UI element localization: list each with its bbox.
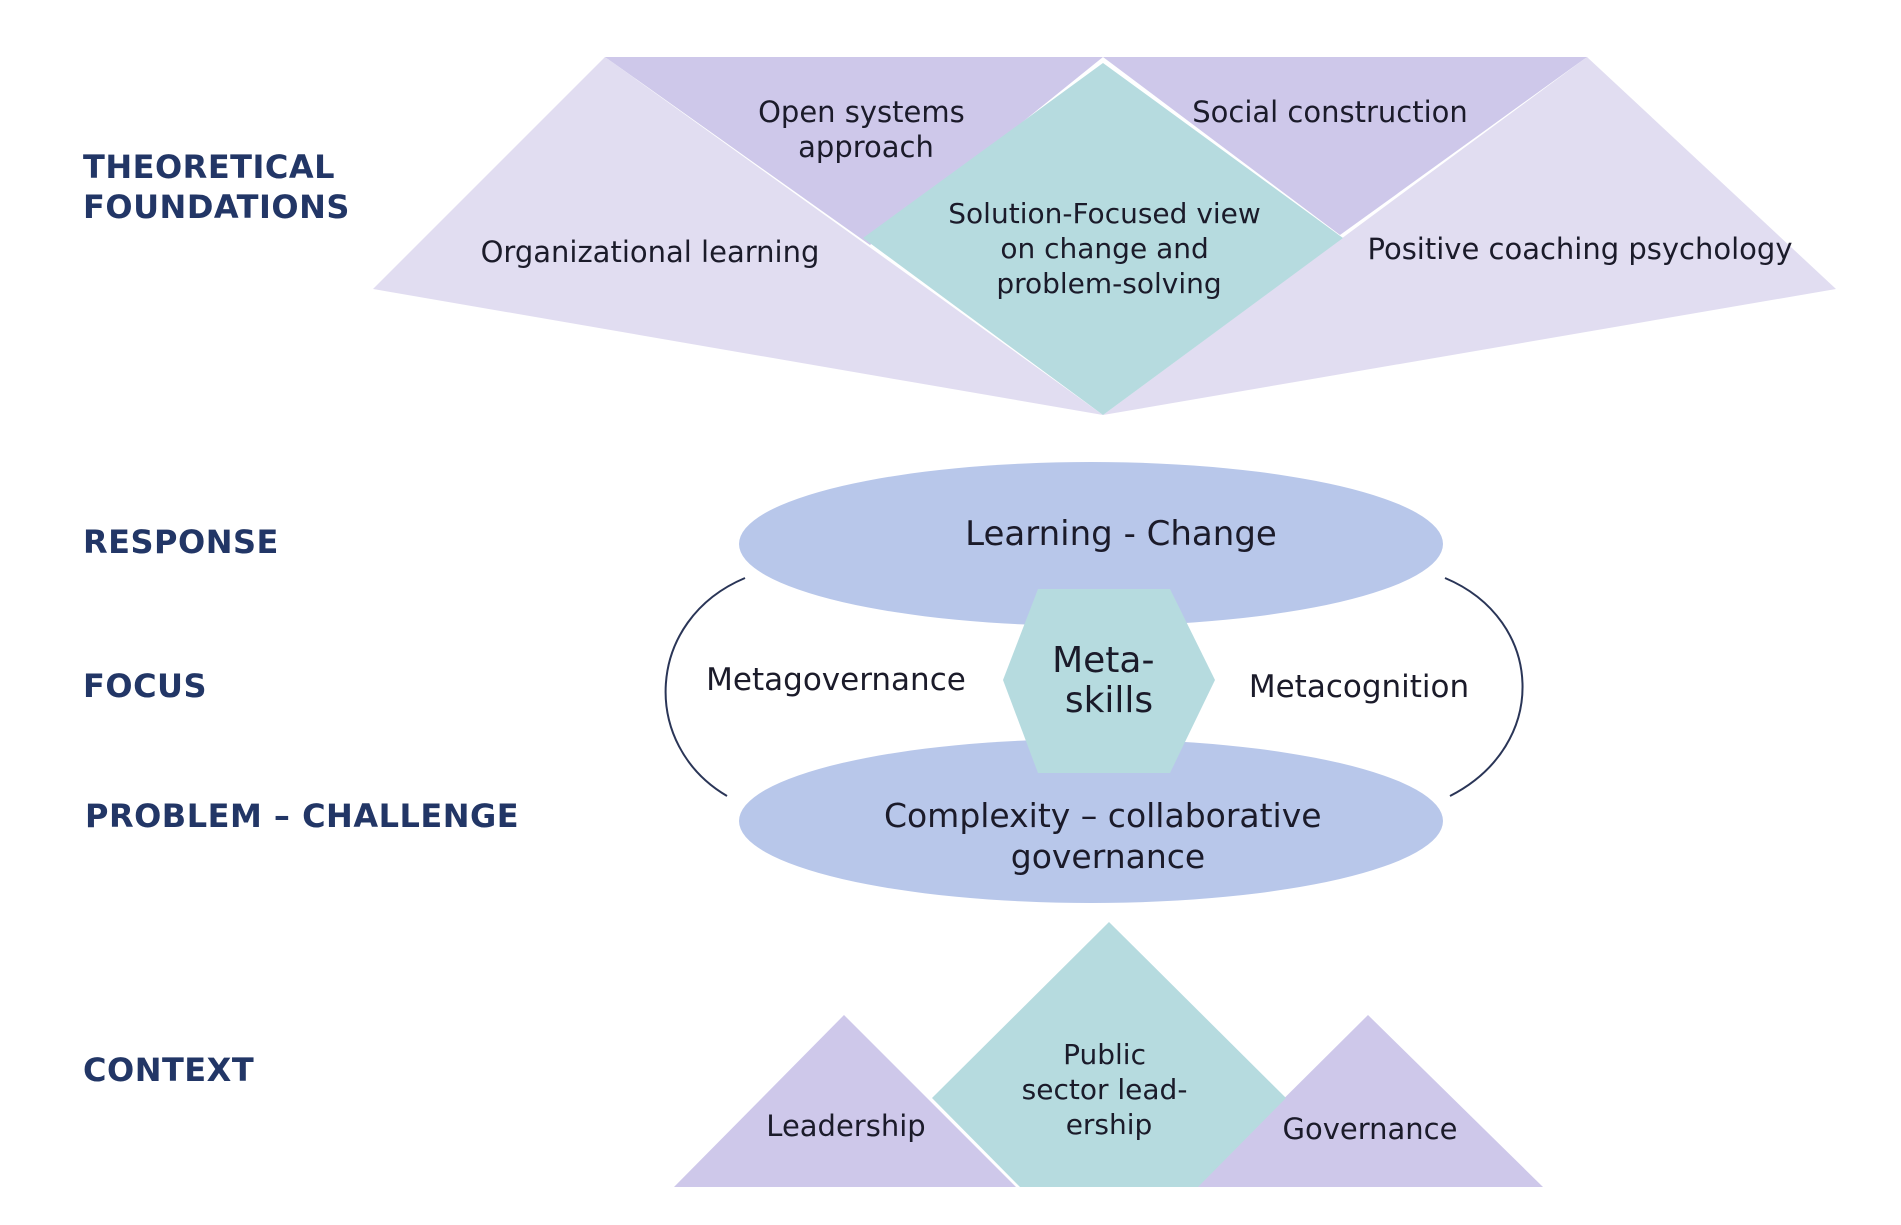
foundations-open-systems-shape <box>605 57 1103 245</box>
response-ellipse <box>739 462 1443 626</box>
context-governance-triangle <box>1195 1015 1543 1187</box>
text-open-systems: Open systems approach <box>758 95 974 164</box>
label-theoretical-foundations: THEORETICAL FOUNDATIONS <box>83 148 350 226</box>
right-arc <box>1444 577 1524 797</box>
text-solution-focused: Solution-Focused view on change and prob… <box>948 197 1269 300</box>
foundations-social-construction-shape <box>1103 57 1587 235</box>
text-leadership: Leadership <box>766 1109 925 1143</box>
context-leadership-triangle <box>674 1015 1016 1187</box>
left-arc <box>664 577 746 797</box>
foundations-right-wing <box>1103 57 1836 415</box>
label-focus: FOCUS <box>83 667 208 705</box>
text-social-construction: Social construction <box>1192 95 1468 129</box>
label-problem-challenge: PROBLEM – CHALLENGE <box>85 797 520 835</box>
foundations-solution-focused-diamond <box>863 63 1343 415</box>
text-metacognition: Metacognition <box>1249 669 1469 705</box>
foundations-left-wing <box>373 57 1103 415</box>
text-learning-change: Learning - Change <box>965 514 1277 554</box>
text-complexity: Complexity – collaborative governance <box>884 796 1332 876</box>
label-context: CONTEXT <box>83 1051 255 1089</box>
text-public-sector: Public sector lead- ership <box>1022 1038 1197 1141</box>
context-public-sector-diamond <box>932 922 1286 1187</box>
label-response: RESPONSE <box>83 523 279 561</box>
text-organizational-learning: Organizational learning <box>481 235 820 269</box>
text-meta-skills: Meta- skills <box>1052 640 1166 721</box>
meta-skills-hexagon <box>1003 589 1215 773</box>
text-governance: Governance <box>1283 1112 1458 1146</box>
problem-ellipse <box>739 739 1443 903</box>
text-positive-coaching: Positive coaching psychology <box>1368 232 1793 266</box>
text-metagovernance: Metagovernance <box>706 662 966 698</box>
